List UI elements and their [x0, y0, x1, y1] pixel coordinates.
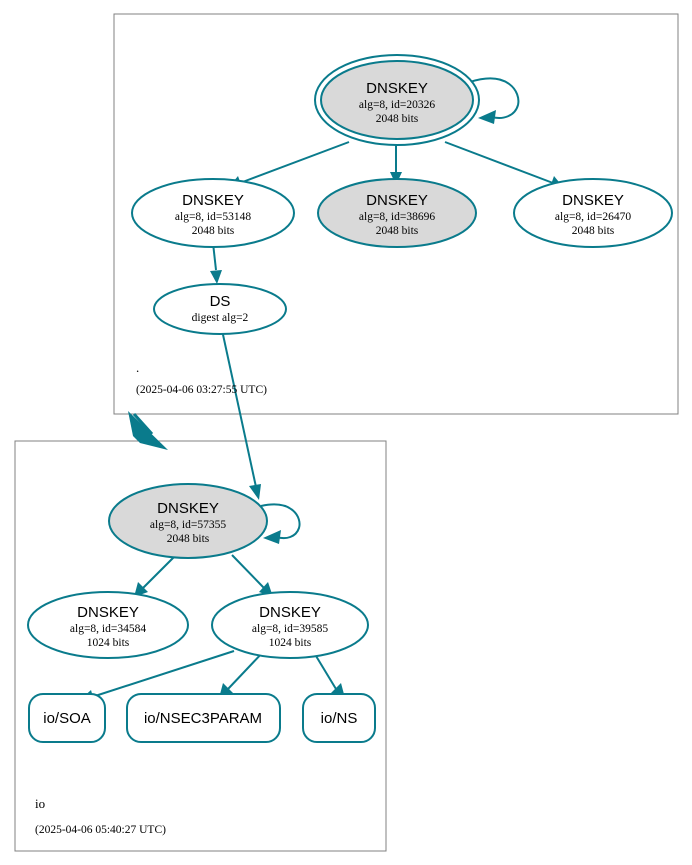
node-body: [131, 178, 295, 248]
node-label-keysize: 2048 bits: [192, 225, 235, 237]
node-root-zsk-26470[interactable]: DNSKEY alg=8, id=26470 2048 bits: [513, 178, 673, 248]
node-inner-body: [320, 60, 474, 140]
node-body: [153, 283, 287, 335]
zone-label-root-name: .: [136, 360, 139, 375]
node-label-title: DNSKEY: [562, 192, 624, 209]
node-label-keyinfo: alg=8, id=26470: [555, 211, 631, 223]
node-label-keysize: 2048 bits: [376, 225, 419, 237]
node-io-soa[interactable]: io/SOA: [28, 693, 106, 743]
node-label-keyinfo: alg=8, id=39585: [252, 623, 328, 635]
node-label-keyinfo: alg=8, id=38696: [359, 211, 435, 223]
edge-ds-to-io-ksk: [221, 329, 261, 500]
node-label-title: DNSKEY: [157, 500, 219, 517]
node-label-title: DNSKEY: [366, 80, 428, 97]
node-body: [126, 693, 281, 743]
node-label-keysize: 1024 bits: [269, 637, 312, 649]
node-label-title: DS: [210, 293, 231, 310]
node-io-ns[interactable]: io/NS: [302, 693, 376, 743]
node-io-ksk-57355[interactable]: DNSKEY alg=8, id=57355 2048 bits: [108, 483, 268, 559]
node-label-rrset: io/SOA: [43, 710, 91, 727]
node-body: [302, 693, 376, 743]
node-label-keyinfo: alg=8, id=57355: [150, 519, 226, 531]
node-body: [513, 178, 673, 248]
node-label-keysize: 2048 bits: [376, 113, 419, 125]
node-body: [317, 178, 477, 248]
node-io-nsec3param[interactable]: io/NSEC3PARAM: [126, 693, 281, 743]
node-body: [108, 483, 268, 559]
node-label-rrset: io/NS: [321, 710, 358, 727]
zone-label-io-name: io: [35, 796, 45, 811]
node-label-keysize: 2048 bits: [572, 225, 615, 237]
edge-io-ksk-self-sign: [260, 503, 301, 544]
node-label-keyinfo: alg=8, id=20326: [359, 99, 435, 111]
node-label-rrset: io/NSEC3PARAM: [144, 710, 262, 727]
node-label-title: DNSKEY: [259, 604, 321, 621]
node-label-keyinfo: alg=8, id=34584: [70, 623, 146, 635]
node-root-zsk-38696[interactable]: DNSKEY alg=8, id=38696 2048 bits: [317, 178, 477, 248]
node-root-ds[interactable]: DS digest alg=2: [153, 283, 287, 335]
node-body: [27, 591, 189, 659]
node-label-title: DNSKEY: [77, 604, 139, 621]
node-label-title: DNSKEY: [182, 192, 244, 209]
node-body: [211, 591, 369, 659]
node-body: [28, 693, 106, 743]
delegation-indicator-arrow: [128, 411, 168, 450]
node-io-zsk-34584[interactable]: DNSKEY alg=8, id=34584 1024 bits: [27, 591, 189, 659]
edge-root-ksk-self-sign: [469, 77, 520, 124]
node-label-keyinfo: alg=8, id=53148: [175, 211, 251, 223]
zone-label-io-timestamp: (2025-04-06 05:40:27 UTC): [35, 824, 166, 836]
node-label-digest: digest alg=2: [192, 312, 249, 324]
node-label-keysize: 2048 bits: [167, 533, 210, 545]
node-io-zsk-39585[interactable]: DNSKEY alg=8, id=39585 1024 bits: [211, 591, 369, 659]
node-root-ksk-20326[interactable]: DNSKEY alg=8, id=20326 2048 bits: [314, 54, 480, 146]
node-label-keysize: 1024 bits: [87, 637, 130, 649]
node-label-title: DNSKEY: [366, 192, 428, 209]
node-root-zsk-53148[interactable]: DNSKEY alg=8, id=53148 2048 bits: [131, 178, 295, 248]
zone-label-root-timestamp: (2025-04-06 03:27:55 UTC): [136, 384, 267, 396]
